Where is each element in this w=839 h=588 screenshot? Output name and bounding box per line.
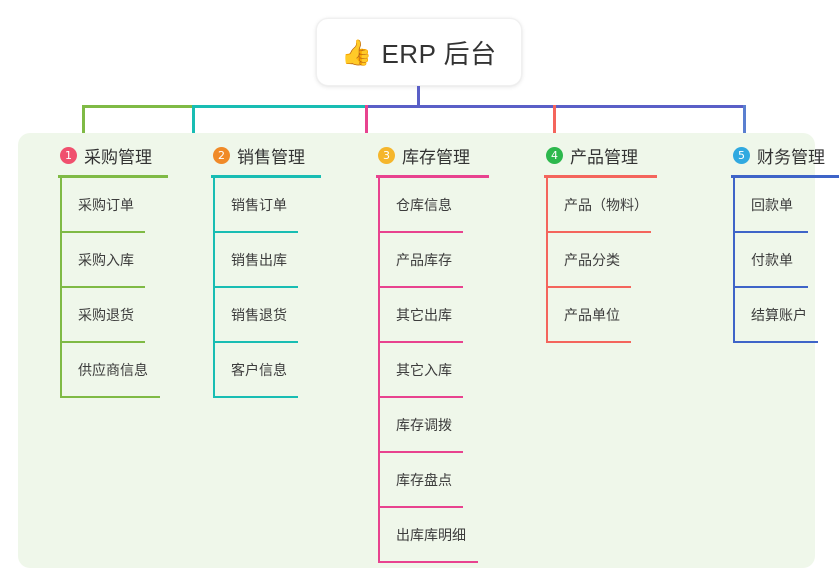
leaf-rule xyxy=(378,286,463,288)
leaf-rule xyxy=(213,286,298,288)
branch-spine-3 xyxy=(378,178,380,563)
leaf-label: 仓库信息 xyxy=(396,197,452,213)
branch-leg-3 xyxy=(365,105,368,140)
branch-header-1[interactable]: 1 采购管理 xyxy=(40,133,205,178)
root-node-title: ERP 后台 xyxy=(381,38,497,69)
leaf-label: 销售出库 xyxy=(231,252,287,268)
branch-badge-5: 5 xyxy=(733,147,750,164)
branch-column-3: 3 库存管理 仓库信息 产品库存 其它出库 其它入库 xyxy=(358,133,530,563)
leaf-rule xyxy=(546,286,631,288)
leaf-rule xyxy=(733,341,818,343)
leaf-rule xyxy=(60,396,160,398)
branch-title-4: 产品管理 xyxy=(570,148,638,167)
branch-header-3[interactable]: 3 库存管理 xyxy=(358,133,530,178)
leaf-rule xyxy=(60,231,145,233)
branch-spine-5 xyxy=(733,178,735,343)
leaf-label: 付款单 xyxy=(751,252,793,268)
branch-column-4: 4 产品管理 产品（物料） 产品分类 产品单位 xyxy=(526,133,701,343)
branch-spine-2 xyxy=(213,178,215,398)
branch-badge-2: 2 xyxy=(213,147,230,164)
leaf-rule xyxy=(213,396,298,398)
leaf-rule xyxy=(378,231,463,233)
branch-title-1: 采购管理 xyxy=(84,148,152,167)
branch-header-rule-3 xyxy=(376,175,489,178)
leaf-label: 采购退货 xyxy=(78,307,134,323)
branch-header-rule-4 xyxy=(544,175,657,178)
branch-badge-3: 3 xyxy=(378,147,395,164)
leaf-label: 采购订单 xyxy=(78,197,134,213)
leaf-label: 其它入库 xyxy=(396,362,452,378)
leaf-rule xyxy=(546,341,631,343)
branches-panel: 1 采购管理 采购订单 采购入库 采购退货 供应商信 xyxy=(18,133,839,568)
branch-column-5: 5 财务管理 回款单 付款单 结算账户 xyxy=(713,133,839,343)
leaf-rule xyxy=(213,231,298,233)
root-node[interactable]: 👍 ERP 后台 xyxy=(316,18,522,86)
leaf-label: 产品库存 xyxy=(396,252,452,268)
branch-column-1: 1 采购管理 采购订单 采购入库 采购退货 供应商信 xyxy=(40,133,205,398)
branch-spine-1 xyxy=(60,178,62,398)
leaf-label: 销售订单 xyxy=(231,197,287,213)
leaf-rule xyxy=(733,286,808,288)
branch-header-rule-1 xyxy=(58,175,168,178)
branch-header-rule-2 xyxy=(211,175,321,178)
leaf-label: 出库库明细 xyxy=(396,527,466,543)
leaf-rule xyxy=(213,341,298,343)
leaf-label: 销售退货 xyxy=(231,307,287,323)
bus-segment-4 xyxy=(417,105,746,108)
branch-badge-4: 4 xyxy=(546,147,563,164)
leaf-rule xyxy=(378,561,478,563)
root-stem-connector xyxy=(417,86,420,107)
leaf-label: 结算账户 xyxy=(751,307,807,323)
branch-title-3: 库存管理 xyxy=(402,148,470,167)
leaf-label: 产品（物料） xyxy=(564,197,648,213)
branch-column-2: 2 销售管理 销售订单 销售出库 销售退货 客户信息 xyxy=(193,133,358,398)
branch-leg-1 xyxy=(82,105,85,140)
branch-title-2: 销售管理 xyxy=(237,148,305,167)
leaf-rule xyxy=(546,231,651,233)
leaf-label: 产品分类 xyxy=(564,252,620,268)
branch-header-5[interactable]: 5 财务管理 xyxy=(713,133,839,178)
leaf-rule xyxy=(378,341,463,343)
leaf-rule xyxy=(378,396,463,398)
branch-badge-1: 1 xyxy=(60,147,77,164)
thumbs-up-emoji: 👍 xyxy=(341,38,373,67)
leaf-label: 供应商信息 xyxy=(78,362,148,378)
bus-segment-1 xyxy=(82,105,192,108)
branch-header-4[interactable]: 4 产品管理 xyxy=(526,133,701,178)
leaf-rule xyxy=(60,341,145,343)
leaf-rule xyxy=(378,506,463,508)
bus-segment-2 xyxy=(192,105,365,108)
branch-leg-2 xyxy=(192,105,195,140)
leaf-rule xyxy=(60,286,145,288)
leaf-label: 回款单 xyxy=(751,197,793,213)
leaf-label: 其它出库 xyxy=(396,307,452,323)
branch-spine-4 xyxy=(546,178,548,343)
branch-leg-5 xyxy=(743,105,746,140)
leaf-label: 库存调拨 xyxy=(396,417,452,433)
leaf-label: 产品单位 xyxy=(564,307,620,323)
branch-header-rule-5 xyxy=(731,175,839,178)
leaf-rule xyxy=(378,451,463,453)
branch-title-5: 财务管理 xyxy=(757,148,825,167)
branch-header-2[interactable]: 2 销售管理 xyxy=(193,133,358,178)
branch-leg-4 xyxy=(553,105,556,140)
leaf-label: 库存盘点 xyxy=(396,472,452,488)
leaf-label: 客户信息 xyxy=(231,362,287,378)
leaf-rule xyxy=(733,231,808,233)
bus-segment-3 xyxy=(365,105,417,108)
leaf-label: 采购入库 xyxy=(78,252,134,268)
